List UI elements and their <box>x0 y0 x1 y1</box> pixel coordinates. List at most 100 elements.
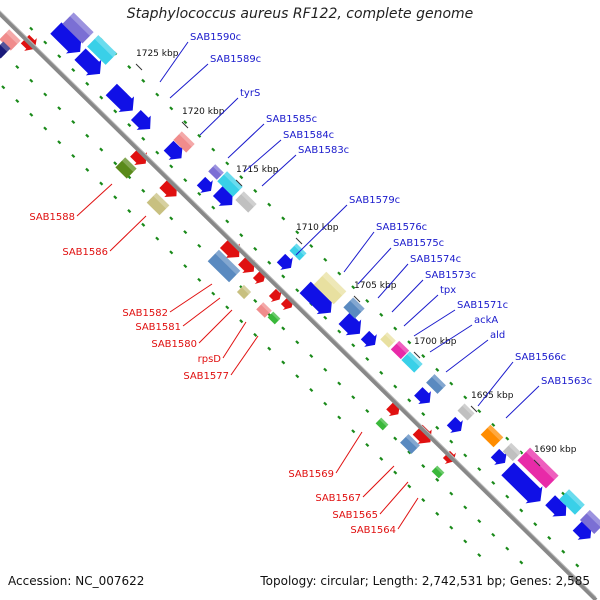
forward-leader <box>343 231 375 273</box>
colored-gene <box>380 332 396 348</box>
track-dot <box>225 219 230 224</box>
gene-highlight <box>178 131 195 147</box>
track-dot <box>57 106 62 111</box>
gene-arrow <box>360 330 377 347</box>
gene-arrow <box>338 312 362 336</box>
track-dot <box>197 277 202 282</box>
gene-highlight <box>322 271 347 296</box>
forward-leader <box>169 63 209 99</box>
track-dot <box>169 164 174 169</box>
gene-highlight <box>240 191 257 207</box>
gene-highlight <box>271 311 281 321</box>
track-dot <box>267 202 272 207</box>
track-dot <box>295 288 300 293</box>
forward-gene-label: ackA <box>474 315 498 326</box>
track-dot <box>309 353 314 359</box>
track-dot <box>211 291 216 296</box>
gene-highlight <box>487 424 504 441</box>
track-dot <box>575 563 580 568</box>
topology-text: Topology: circular; Length: 2,742,531 bp… <box>260 574 590 588</box>
forward-gene-label: SAB1583c <box>298 145 349 156</box>
gene-arrow <box>501 462 543 504</box>
track-dot <box>421 498 426 503</box>
forward-gene-label: tpx <box>440 285 456 296</box>
tick-mark <box>353 295 361 303</box>
gene-arrow <box>196 176 213 193</box>
gene-highlight <box>153 192 170 209</box>
colored-gene <box>313 271 347 305</box>
gene-highlight <box>406 351 423 367</box>
reverse-gene-label: SAB1582 <box>122 308 168 319</box>
track-dot <box>365 357 370 362</box>
track-dot <box>239 319 244 324</box>
track-dot <box>449 491 454 496</box>
track-dot <box>519 560 524 565</box>
forward-gene <box>50 22 82 54</box>
colored-gene <box>0 29 21 51</box>
track-dot <box>183 230 188 235</box>
gene-highlight <box>525 447 559 480</box>
tick-mark <box>533 459 541 467</box>
reverse-gene <box>159 179 177 198</box>
gene-highlight <box>94 35 117 58</box>
track-dot <box>435 511 440 516</box>
gene-block <box>289 243 307 261</box>
track-dot <box>169 216 174 221</box>
forward-gene <box>446 416 463 433</box>
gene-block <box>457 403 475 421</box>
reverse-leader <box>182 297 221 327</box>
dotted-tracks <box>1 26 594 568</box>
forward-gene-label: SAB1590c <box>190 32 241 43</box>
track-dot <box>113 195 118 200</box>
track-dot <box>323 401 328 406</box>
track-dot <box>253 298 258 303</box>
reverse-gene-label: SAB1565 <box>332 510 378 521</box>
track-dot <box>267 346 272 351</box>
gene-arrow <box>130 109 151 130</box>
gene-arrow <box>50 22 82 54</box>
track-dot <box>449 439 454 444</box>
track-dot <box>477 519 482 524</box>
gene-block <box>375 417 389 431</box>
colored-gene <box>517 447 559 489</box>
forward-gene-label: SAB1573c <box>425 270 476 281</box>
tick-mark <box>135 63 143 71</box>
track-dot <box>491 480 496 485</box>
forward-gene <box>501 462 543 504</box>
track-dot <box>29 112 34 117</box>
forward-leader <box>377 263 409 299</box>
gene-block <box>380 332 396 348</box>
track-dot <box>323 367 328 372</box>
gene-arrow <box>276 253 293 270</box>
gene-arrow <box>545 495 567 517</box>
ruler-label: 1720 kbp <box>182 107 225 117</box>
track-dot <box>155 236 160 241</box>
gene-highlight <box>223 171 243 191</box>
forward-gene <box>299 281 333 315</box>
gene-arrow <box>299 281 333 315</box>
gene-highlight <box>260 302 272 314</box>
forward-leader <box>199 97 239 136</box>
forward-gene-label: SAB1584c <box>283 130 334 141</box>
track-dot <box>309 387 314 393</box>
gene-arrow <box>159 179 177 198</box>
reverse-leader <box>362 465 395 498</box>
track-dot <box>519 508 524 513</box>
track-dot <box>211 205 216 210</box>
track-dot <box>57 140 62 145</box>
gene-block <box>426 374 446 394</box>
colored-gene <box>559 489 585 515</box>
track-dot <box>351 395 356 400</box>
reverse-leader <box>76 183 113 217</box>
track-dot <box>533 522 538 527</box>
ruler-label: 1715 kbp <box>236 165 279 175</box>
forward-gene <box>163 140 183 160</box>
gene-block <box>431 465 445 479</box>
forward-gene <box>338 312 362 336</box>
track-dot <box>505 494 510 499</box>
gene-block <box>502 442 522 462</box>
backbone-shadow <box>0 10 597 598</box>
forward-gene <box>196 176 213 193</box>
track-dot <box>491 422 496 427</box>
forward-leader <box>295 204 348 256</box>
